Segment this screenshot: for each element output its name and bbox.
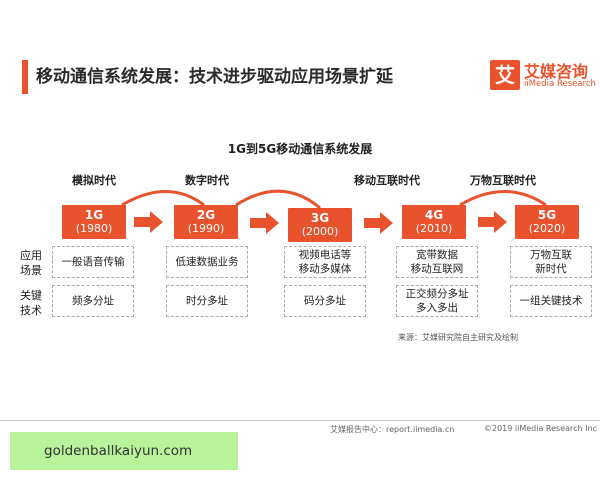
page-title: 移动通信系统发展：技术进步驱动应用场景扩延 bbox=[36, 67, 393, 87]
gen-name: 5G bbox=[537, 208, 557, 222]
logo-mark-icon: 艾 bbox=[490, 60, 520, 90]
gen-name: 2G bbox=[196, 208, 216, 222]
gen-box-2g: 2G (1990) bbox=[174, 205, 238, 239]
title-accent-bar bbox=[22, 60, 28, 94]
gen-box-1g: 1G (1980) bbox=[62, 205, 126, 239]
gen-year: (2010) bbox=[415, 222, 453, 235]
era-label-analog: 模拟时代 bbox=[72, 174, 116, 187]
scenario-cell-3g: 视频电话等 移动多媒体 bbox=[284, 246, 366, 278]
watermark-banner: goldenballkaiyun.com bbox=[10, 432, 238, 470]
tech-cell-3g: 码分多址 bbox=[284, 285, 366, 317]
gen-year: (2020) bbox=[528, 222, 566, 235]
brand-logo: 艾 艾媒咨询 iiMedia Research bbox=[490, 58, 600, 96]
gen-name: 3G bbox=[310, 211, 330, 225]
scenario-cell-2g: 低速数据业务 bbox=[166, 246, 248, 278]
scenario-cell-1g: 一般语音传输 bbox=[52, 246, 134, 278]
gen-box-4g: 4G (2010) bbox=[402, 205, 466, 239]
era-label-digital: 数字时代 bbox=[185, 174, 229, 187]
row-label-scenario: 应用 场景 bbox=[20, 249, 42, 277]
gen-year: (1980) bbox=[75, 222, 113, 235]
logo-cn-text: 艾媒咨询 bbox=[524, 62, 589, 81]
tech-cell-1g: 频多分址 bbox=[52, 285, 134, 317]
footer-copyright: ©2019 iiMedia Research Inc bbox=[484, 424, 597, 433]
era-label-mobile-internet: 移动互联时代 bbox=[354, 174, 420, 187]
logo-en-text: iiMedia Research bbox=[524, 79, 596, 89]
era-curve-3 bbox=[459, 190, 547, 207]
tech-cell-2g: 时分多址 bbox=[166, 285, 248, 317]
footer-divider bbox=[0, 420, 600, 421]
scenario-cell-5g: 万物互联 新时代 bbox=[510, 246, 592, 278]
scenario-cell-4g: 宽带数据 移动互联网 bbox=[396, 246, 478, 278]
gen-year: (1990) bbox=[187, 222, 225, 235]
row-label-technology: 关键 技术 bbox=[20, 289, 42, 317]
era-curve-2 bbox=[235, 189, 321, 210]
tech-cell-4g: 正交频分多址 多入多出 bbox=[396, 285, 478, 317]
diagram-title: 1G到5G移动通信系统发展 bbox=[227, 142, 373, 156]
gen-box-3g: 3G (2000) bbox=[288, 208, 352, 242]
gen-name: 1G bbox=[84, 208, 104, 222]
footer-report-center: 艾媒报告中心：report.iimedia.cn bbox=[330, 425, 455, 434]
gen-year: (2000) bbox=[301, 225, 339, 238]
source-note: 来源：艾媒研究院自主研究及绘制 bbox=[398, 333, 518, 342]
gen-box-5g: 5G (2020) bbox=[515, 205, 579, 239]
era-label-iot: 万物互联时代 bbox=[470, 174, 536, 187]
gen-name: 4G bbox=[424, 208, 444, 222]
tech-cell-5g: 一组关键技术 bbox=[510, 285, 592, 317]
era-curve-1 bbox=[121, 190, 205, 207]
